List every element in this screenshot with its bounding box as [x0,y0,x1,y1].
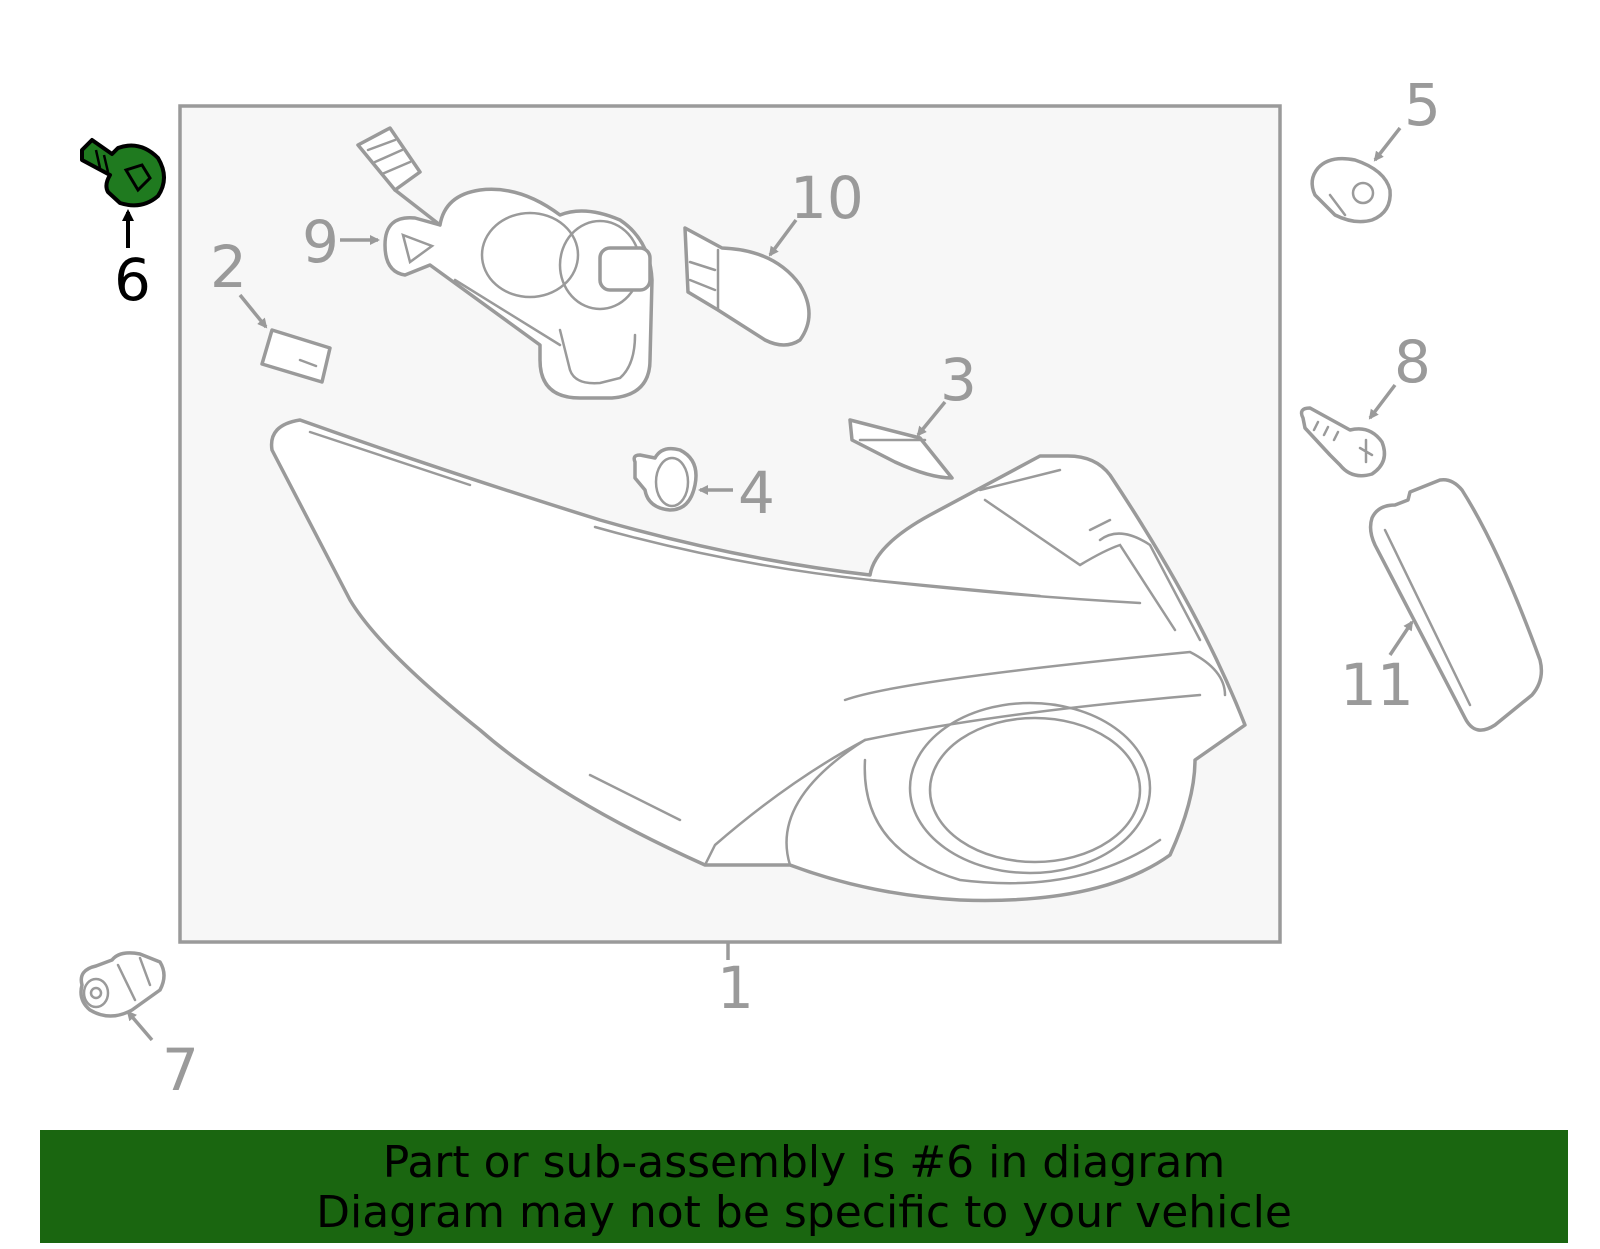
callout-2: 2 [210,233,247,301]
clip-part-4 [632,446,698,512]
leader-3 [916,400,947,437]
screw-part-6 [80,138,166,208]
callout-10: 10 [790,164,864,232]
nut-part-5 [1310,156,1392,224]
callout-8: 8 [1394,328,1431,396]
callout-5: 5 [1404,71,1441,139]
banner-line-2: Diagram may not be specific to your vehi… [316,1187,1292,1238]
screw-part-8 [1299,406,1387,478]
leader-11 [1388,620,1414,656]
seal-part-3 [848,418,954,480]
callout-6: 6 [114,246,151,314]
clip-part-7 [79,951,166,1018]
notice-banner: Part or sub-assembly is #6 in diagram Di… [40,1130,1568,1243]
callout-7: 7 [162,1036,199,1104]
leader-10 [768,218,798,257]
callout-4: 4 [738,459,775,527]
reflector-part-11 [1368,477,1544,732]
callout-9: 9 [302,208,339,276]
bulb-socket-harness [356,126,654,400]
banner-line-1: Part or sub-assembly is #6 in diagram [382,1137,1226,1188]
leader-7 [126,1010,154,1042]
callout-3: 3 [940,346,977,414]
callout-11: 11 [1340,651,1414,719]
leader-2 [238,293,268,329]
headlamp-assembly [269,418,1247,903]
callout-1: 1 [717,954,754,1022]
leader-5 [1373,126,1402,162]
leader-8 [1368,383,1397,420]
bulb [683,226,811,347]
pad-part-2 [260,328,332,384]
